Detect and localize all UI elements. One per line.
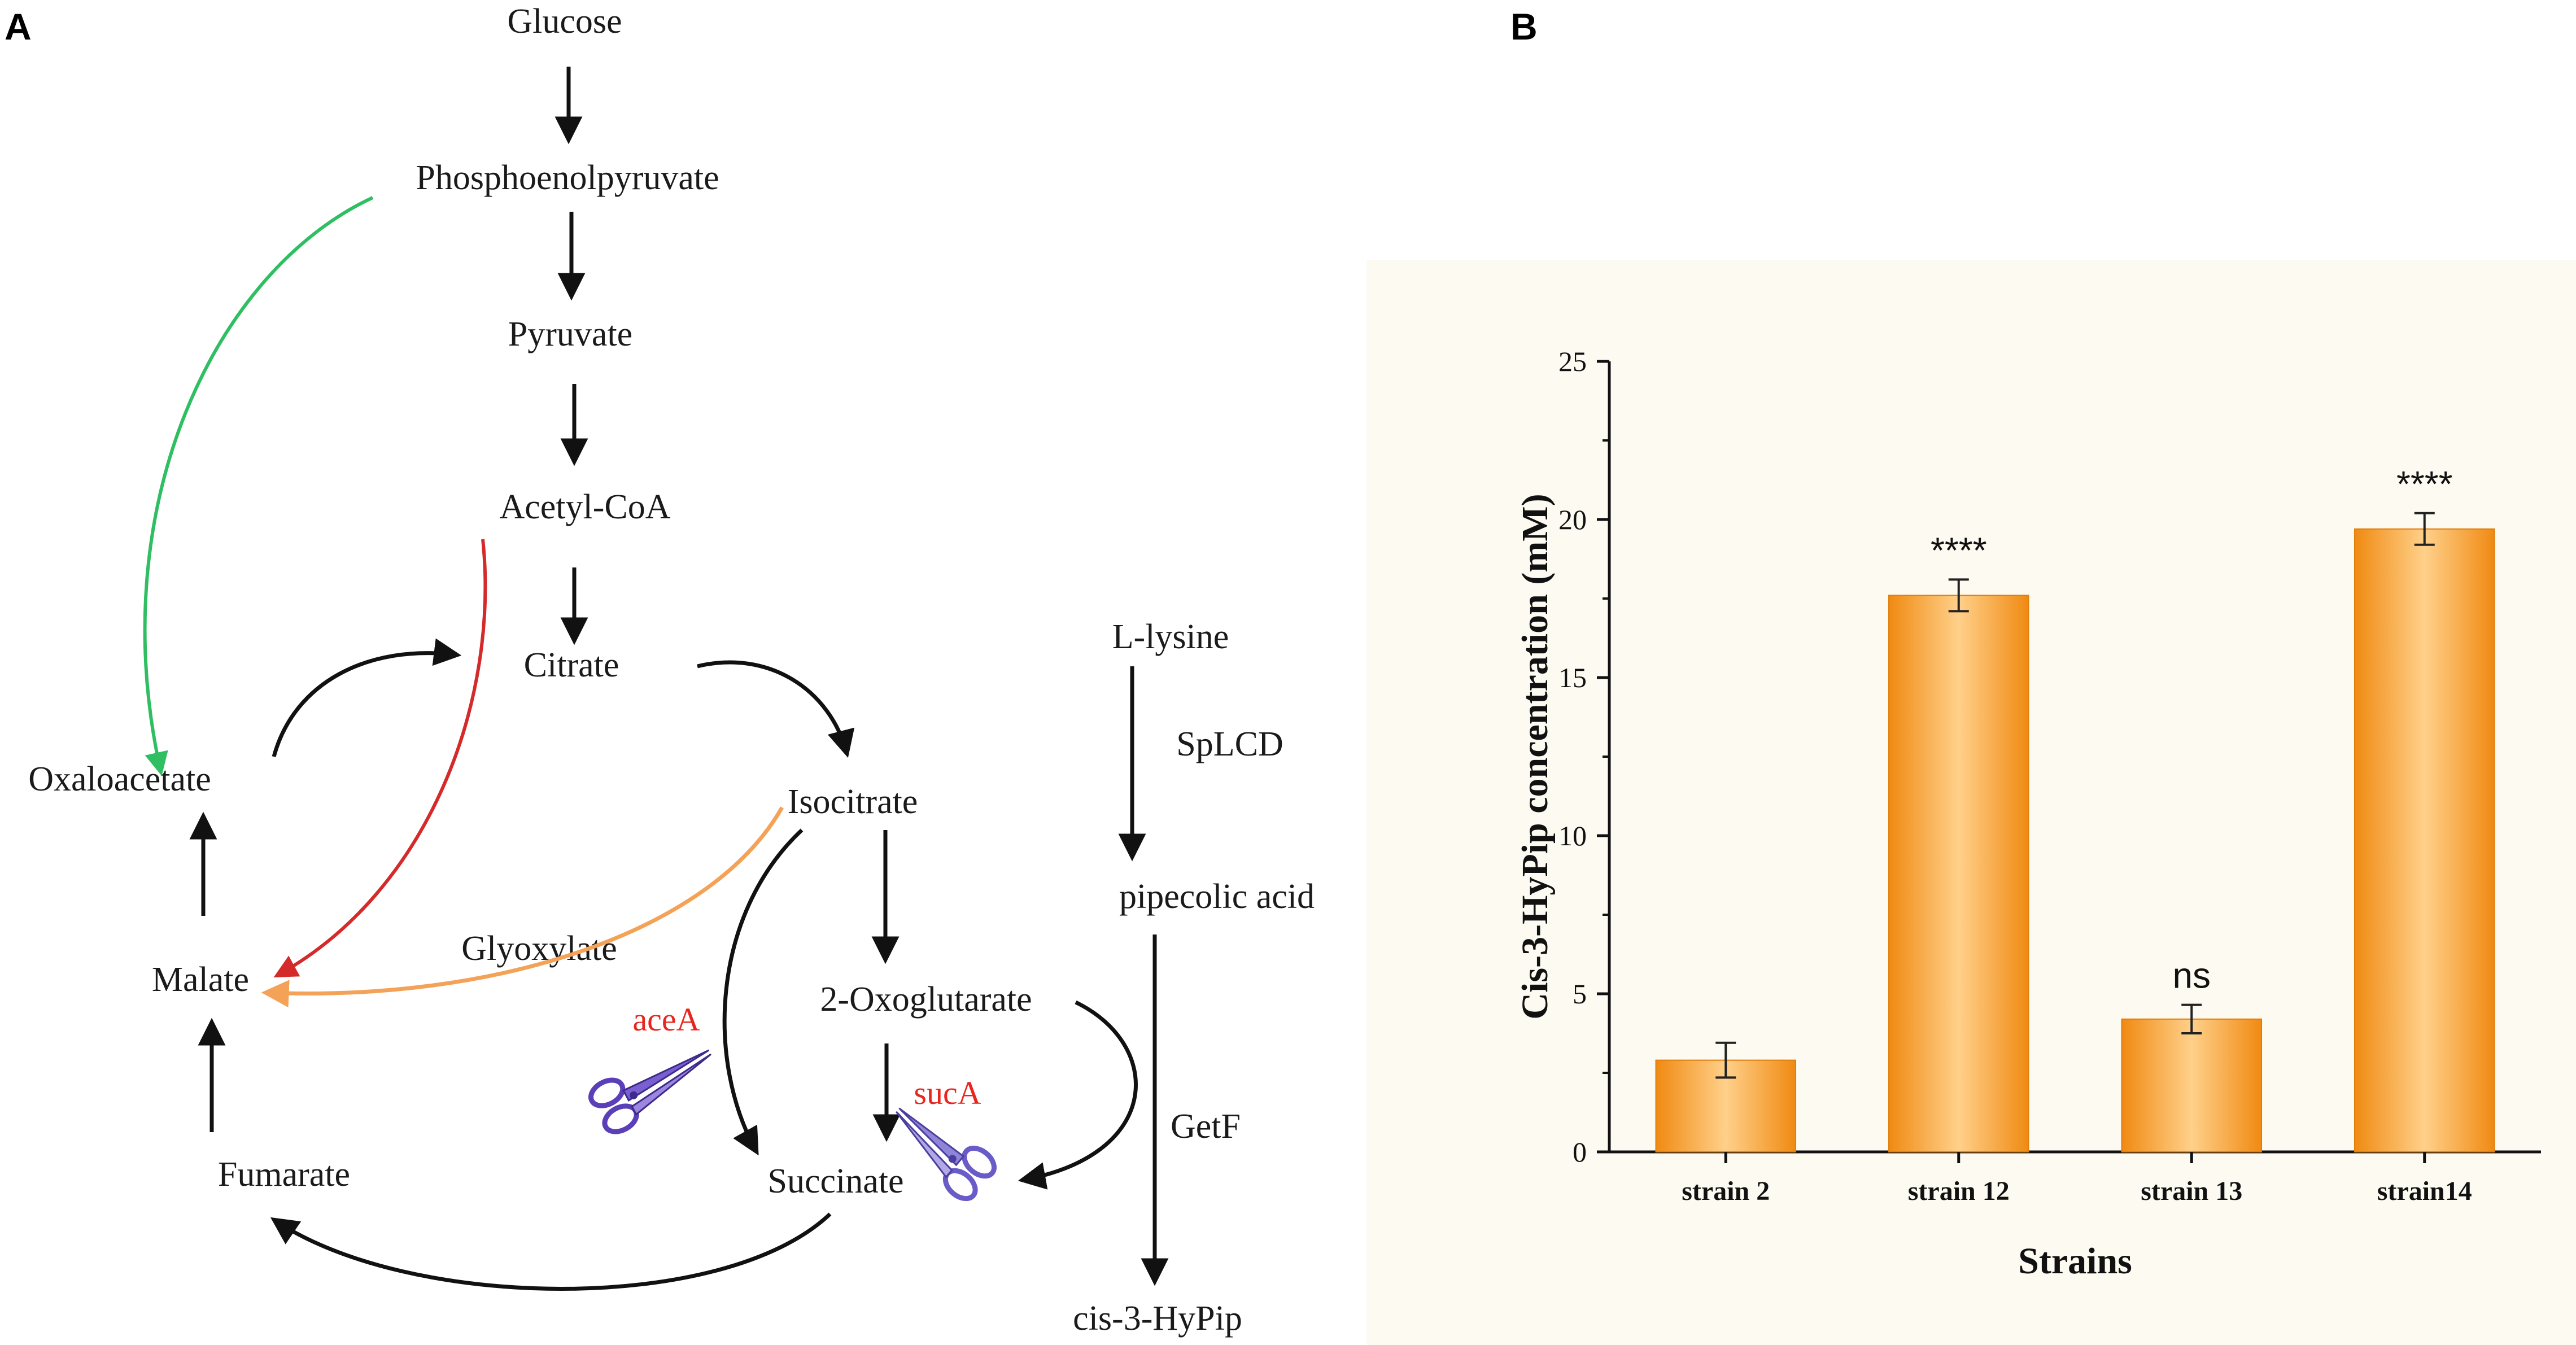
y-ticks: 0 5 10 15 20 25 [1558, 346, 1609, 1168]
x-tick-label: strain 2 [1682, 1176, 1770, 1206]
node-glucose: Glucose [507, 2, 622, 41]
node-isocitrate: Isocitrate [788, 783, 918, 821]
arrow-acetylcoa-malate-red [273, 539, 487, 978]
knockout-suca: sucA [914, 1075, 981, 1111]
x-tick-label: strain 13 [2141, 1176, 2242, 1206]
node-2-oxoglutarate: 2-Oxoglutarate [820, 980, 1032, 1019]
node-acetyl-coa: Acetyl-CoA [499, 488, 670, 526]
x-tick-label: strain 12 [1908, 1176, 2010, 1206]
node-citrate: Citrate [524, 646, 619, 684]
arrow-pep-oxaloacetate-green [143, 196, 374, 776]
trunk-arrows [189, 67, 1169, 1286]
node-malate: Malate [152, 960, 249, 999]
pathway-panel: A Glucose Phosphoenolpyruvate Pyruvate A… [5, 2, 1315, 1338]
y-tick-label: 15 [1558, 662, 1587, 693]
tca-curves [270, 638, 1138, 1291]
scissors-icon [896, 1107, 997, 1202]
node-cis-3-hypip: cis-3-HyPip [1073, 1299, 1242, 1338]
node-l-lysine: L-lysine [1112, 618, 1229, 656]
enzyme-getf: GetF [1171, 1107, 1241, 1146]
arrow-citrate-isocitrate [697, 660, 855, 758]
y-tick-label: 5 [1573, 978, 1587, 1010]
y-axis-title: Cis-3-HyPip concentration (mM) [1514, 494, 1556, 1019]
arrow-oxaloacetate-citrate [272, 638, 462, 757]
bars: **** ns **** [1655, 464, 2495, 1153]
node-pyruvate: Pyruvate [508, 315, 632, 353]
panel-label-a: A [5, 6, 32, 47]
arrow-succinate-fumarate [270, 1212, 832, 1291]
significance-label: **** [1931, 530, 1987, 570]
y-tick-label: 20 [1558, 504, 1587, 535]
x-axis-title: Strains [2018, 1241, 2132, 1282]
bar [1888, 595, 2029, 1152]
node-pipecolic-acid: pipecolic acid [1119, 877, 1315, 916]
bar [2121, 1018, 2262, 1153]
significance-label: **** [2396, 464, 2453, 504]
y-tick-label: 25 [1558, 346, 1587, 377]
arrow-isocitrate-succinate [722, 828, 804, 1156]
arrow-oxoglutarate-succinate-bypass [1018, 1000, 1138, 1190]
bar [2354, 528, 2495, 1152]
node-phosphoenolpyruvate: Phosphoenolpyruvate [416, 159, 719, 197]
scissors-icon [588, 1049, 711, 1134]
enzyme-splcd: SpLCD [1176, 725, 1283, 763]
significance-label: ns [2172, 955, 2211, 996]
node-oxaloacetate: Oxaloacetate [28, 760, 211, 798]
node-succinate: Succinate [767, 1162, 903, 1200]
panel-label-b: B [1510, 6, 1538, 47]
x-tick-labels: strain 2 strain 12 strain 13 strain14 [1682, 1152, 2472, 1206]
knockout-acea: aceA [632, 1001, 700, 1038]
y-tick-label: 10 [1558, 820, 1587, 851]
node-fumarate: Fumarate [218, 1155, 350, 1194]
y-tick-label: 0 [1573, 1136, 1587, 1168]
arrow-isocitrate-malate-orange [261, 806, 784, 1008]
x-tick-label: strain14 [2377, 1176, 2472, 1206]
